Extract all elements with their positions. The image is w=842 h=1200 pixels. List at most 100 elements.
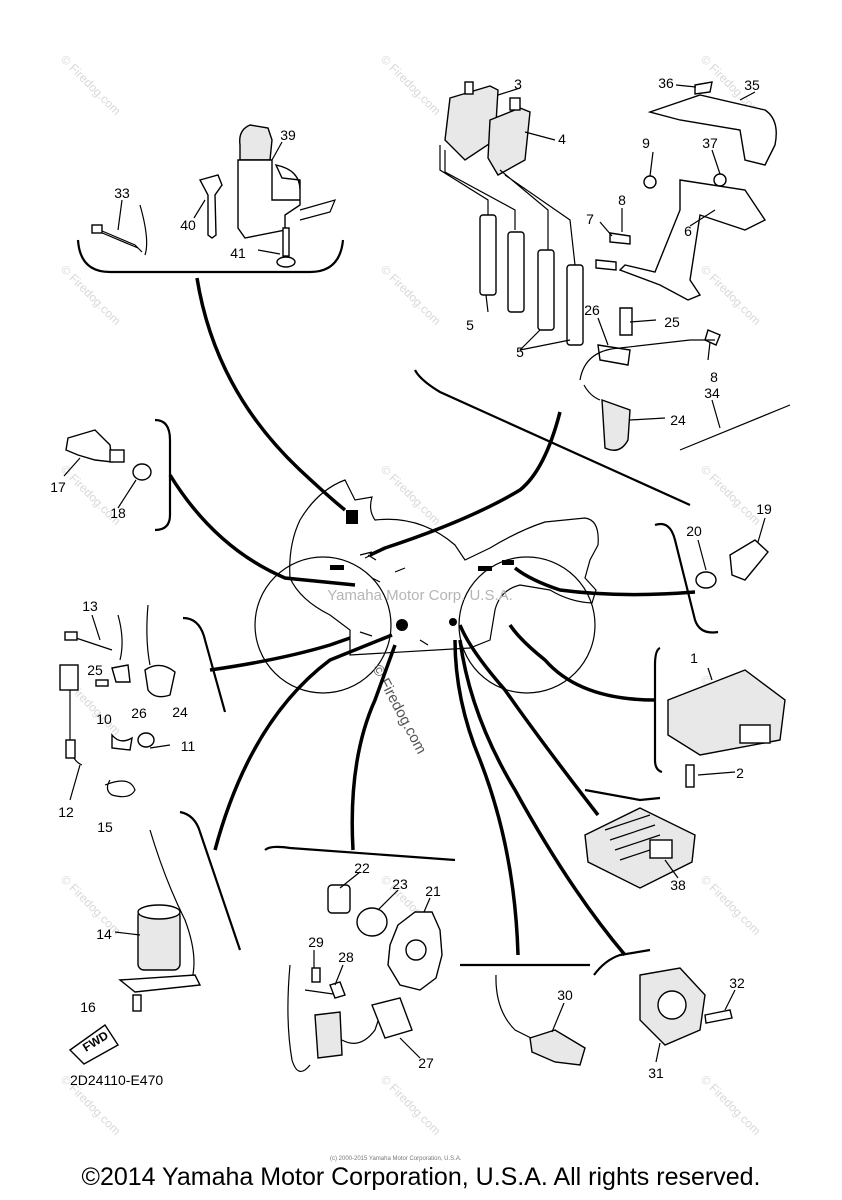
temperature-sensor-icon [111,733,133,751]
clip-icon [111,664,131,683]
part-label: 24 [172,704,188,720]
part-label: 29 [308,934,324,950]
rotor-group [287,871,443,1072]
watermark: © Firedog.com [698,462,764,528]
washer-icon [356,907,388,937]
mount-bracket-icon [618,179,767,301]
part-label: 9 [642,135,650,151]
pickup-sensor-icon [371,997,413,1039]
component-marker [330,565,344,570]
center-watermark: Yamaha Motor Corp. U.S.A. [327,587,513,604]
bracket-cover-icon [647,94,777,166]
sensor-19-group [695,517,769,589]
sensor-icon [601,398,631,451]
part-label: 5 [516,344,524,360]
fwd-arrow-icon [68,1024,119,1065]
o2-sensor-icon [529,1029,586,1066]
part-label: 23 [392,876,408,892]
part-label: 37 [702,135,718,151]
module-38-group [584,807,696,889]
component-marker [449,618,457,626]
ecu-group [667,667,786,788]
gasket-icon [695,571,717,589]
part-label: 30 [557,987,573,1003]
part-label: 7 [586,211,594,227]
part-label: 38 [670,877,686,893]
nut-icon [643,175,657,189]
part-label: 25 [664,314,680,330]
ignition-coil-group [439,81,791,451]
part-label: 31 [648,1065,664,1081]
part-label: 26 [584,302,600,318]
part-label: 6 [684,223,692,239]
part-label: 10 [96,711,112,727]
part-label: 35 [744,77,760,93]
connector-icon [59,664,79,691]
part-label: 2 [736,765,744,781]
part-label: 12 [58,804,74,820]
watermark: © Firedog.com [378,462,444,528]
part-label: 27 [418,1055,434,1071]
bolt-icon [282,227,290,257]
component-marker [502,560,514,565]
part-label: 40 [180,217,196,233]
part-label: 20 [686,523,702,539]
sensor-17-group [63,429,152,509]
ignition-switch-icon [237,159,301,239]
diagonal-watermark: © Firedog.com [368,662,429,757]
watermark: © Firedog.com [378,52,444,118]
part-label: 8 [618,192,626,208]
o2-sensor-group [495,974,586,1066]
component-marker [478,566,492,571]
part-label: 13 [82,598,98,614]
ignition-switch-group [91,124,337,268]
part-label: 18 [110,505,126,521]
part-label: 25 [87,662,103,678]
part-label: 1 [690,650,698,666]
part-label: 39 [280,127,296,143]
washer-icon [132,463,152,481]
key-icon [198,174,223,239]
part-label: 26 [131,705,147,721]
part-label: 16 [80,999,96,1015]
part-label: 5 [466,317,474,333]
part-label: 8 [710,369,718,385]
watermark: © Firedog.com [58,52,124,118]
crank-sensor-icon [144,664,176,698]
watermark: © Firedog.com [58,872,124,938]
part-label: 36 [658,75,674,91]
watermark: © Firedog.com [698,872,764,938]
connector-lines [168,277,696,957]
part-label: 14 [96,926,112,942]
connector-icon [314,1011,343,1059]
component-marker [396,619,408,631]
part-label: 15 [97,819,113,835]
part-label: 4 [558,131,566,147]
screw-icon [704,1009,733,1024]
bolt-icon [327,884,351,914]
wire-clamp-icon [91,224,103,234]
sensor-icon [729,539,769,581]
watermark: © Firedog.com [378,262,444,328]
bolt-icon [609,232,631,245]
part-label: 3 [514,76,522,92]
part-label: 24 [670,412,686,428]
control-module-icon [584,807,696,889]
component-marker [346,510,358,524]
part-label: 34 [704,385,720,401]
ignition-coil-icon [487,107,531,176]
motorcycle-outline: Yamaha Motor Corp. U.S.A. © Firedog.com [254,479,599,757]
part-label: 28 [338,949,354,965]
bolt-icon [685,764,695,788]
part-label: 33 [114,185,130,201]
watermark: © Firedog.com [698,1072,764,1138]
part-label: 21 [425,883,441,899]
throttle-sensor-group [639,967,736,1063]
part-label: 41 [230,245,246,261]
copyright-notice: ©2014 Yamaha Motor Corporation, U.S.A. A… [81,1163,761,1191]
part-label: 22 [354,860,370,876]
crank-sensor-group [59,604,176,801]
diagram-code: 2D24110-E470 [70,1072,164,1088]
temperature-sensor-icon [65,429,113,463]
